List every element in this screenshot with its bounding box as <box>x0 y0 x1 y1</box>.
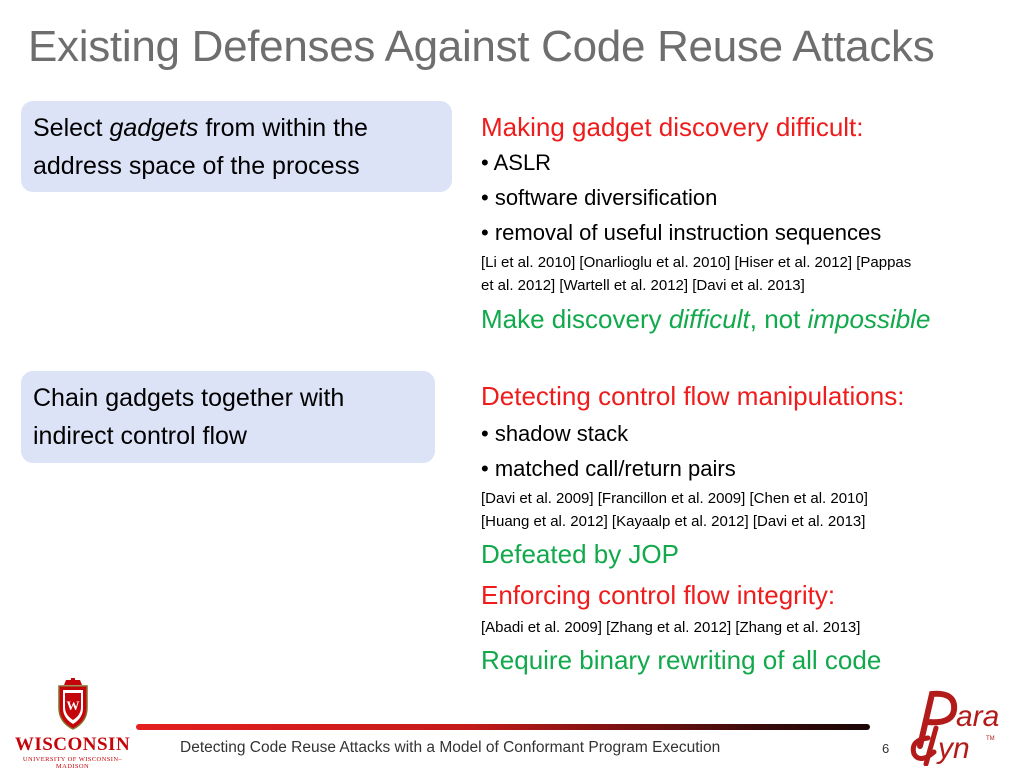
section3-refs: [Abadi et al. 2009] [Zhang et al. 2012] … <box>481 619 861 636</box>
section2-conclusion: Defeated by JOP <box>481 539 679 569</box>
section2-heading: Detecting control flow manipulations: <box>481 381 905 411</box>
section1-bullet-aslr: • ASLR <box>481 150 552 175</box>
wisconsin-crest-icon: W <box>58 678 88 730</box>
box2-line2: indirect control flow <box>33 422 247 450</box>
footer-divider <box>136 724 870 730</box>
section1-heading: Making gadget discovery difficult: <box>481 112 864 142</box>
paradyn-logo-icon: ara yn TM <box>910 690 999 766</box>
wisconsin-subtitle: UNIVERSITY OF WISCONSIN–MADISON <box>22 756 123 770</box>
section3-conclusion: Require binary rewriting of all code <box>481 645 882 675</box>
footer-title: Detecting Code Reuse Attacks with a Mode… <box>180 739 721 756</box>
section1-conclusion: Make discovery difficult, not impossible <box>481 304 931 334</box>
svg-text:W: W <box>67 698 80 713</box>
paradyn-tm-text: TM <box>986 736 995 742</box>
section2-refs-line2: [Huang et al. 2012] [Kayaalp et al. 2012… <box>481 513 866 530</box>
box1-line1: Select gadgets from within the <box>33 114 368 142</box>
section2-bullet-shadow-stack: • shadow stack <box>481 421 629 446</box>
section3-heading: Enforcing control flow integrity: <box>481 580 836 610</box>
paradyn-top-text: ara <box>956 700 999 733</box>
section1-bullet-removal: • removal of useful instruction sequence… <box>481 220 882 245</box>
box1-line2: address space of the process <box>33 152 360 180</box>
page-number: 6 <box>882 741 890 756</box>
wisconsin-logo: W WISCONSIN UNIVERSITY OF WISCONSIN–MADI… <box>10 678 135 770</box>
section2-refs-line1: [Davi et al. 2009] [Francillon et al. 20… <box>481 490 868 507</box>
section1-refs-line2: et al. 2012] [Wartell et al. 2012] [Davi… <box>481 277 805 294</box>
slide-title: Existing Defenses Against Code Reuse Att… <box>28 22 935 71</box>
box2-line1: Chain gadgets together with <box>33 384 345 412</box>
gadget-selection-box: Select gadgets from within the address s… <box>21 101 452 192</box>
section2-bullet-call-return: • matched call/return pairs <box>481 456 736 481</box>
paradyn-bottom-text: yn <box>936 732 970 765</box>
wisconsin-wordmark: WISCONSIN <box>14 734 131 755</box>
section1-bullet-diversification: • software diversification <box>481 185 718 210</box>
section1-refs-line1: [Li et al. 2010] [Onarlioglu et al. 2010… <box>481 254 912 271</box>
gadget-chaining-box: Chain gadgets together with indirect con… <box>21 371 435 463</box>
